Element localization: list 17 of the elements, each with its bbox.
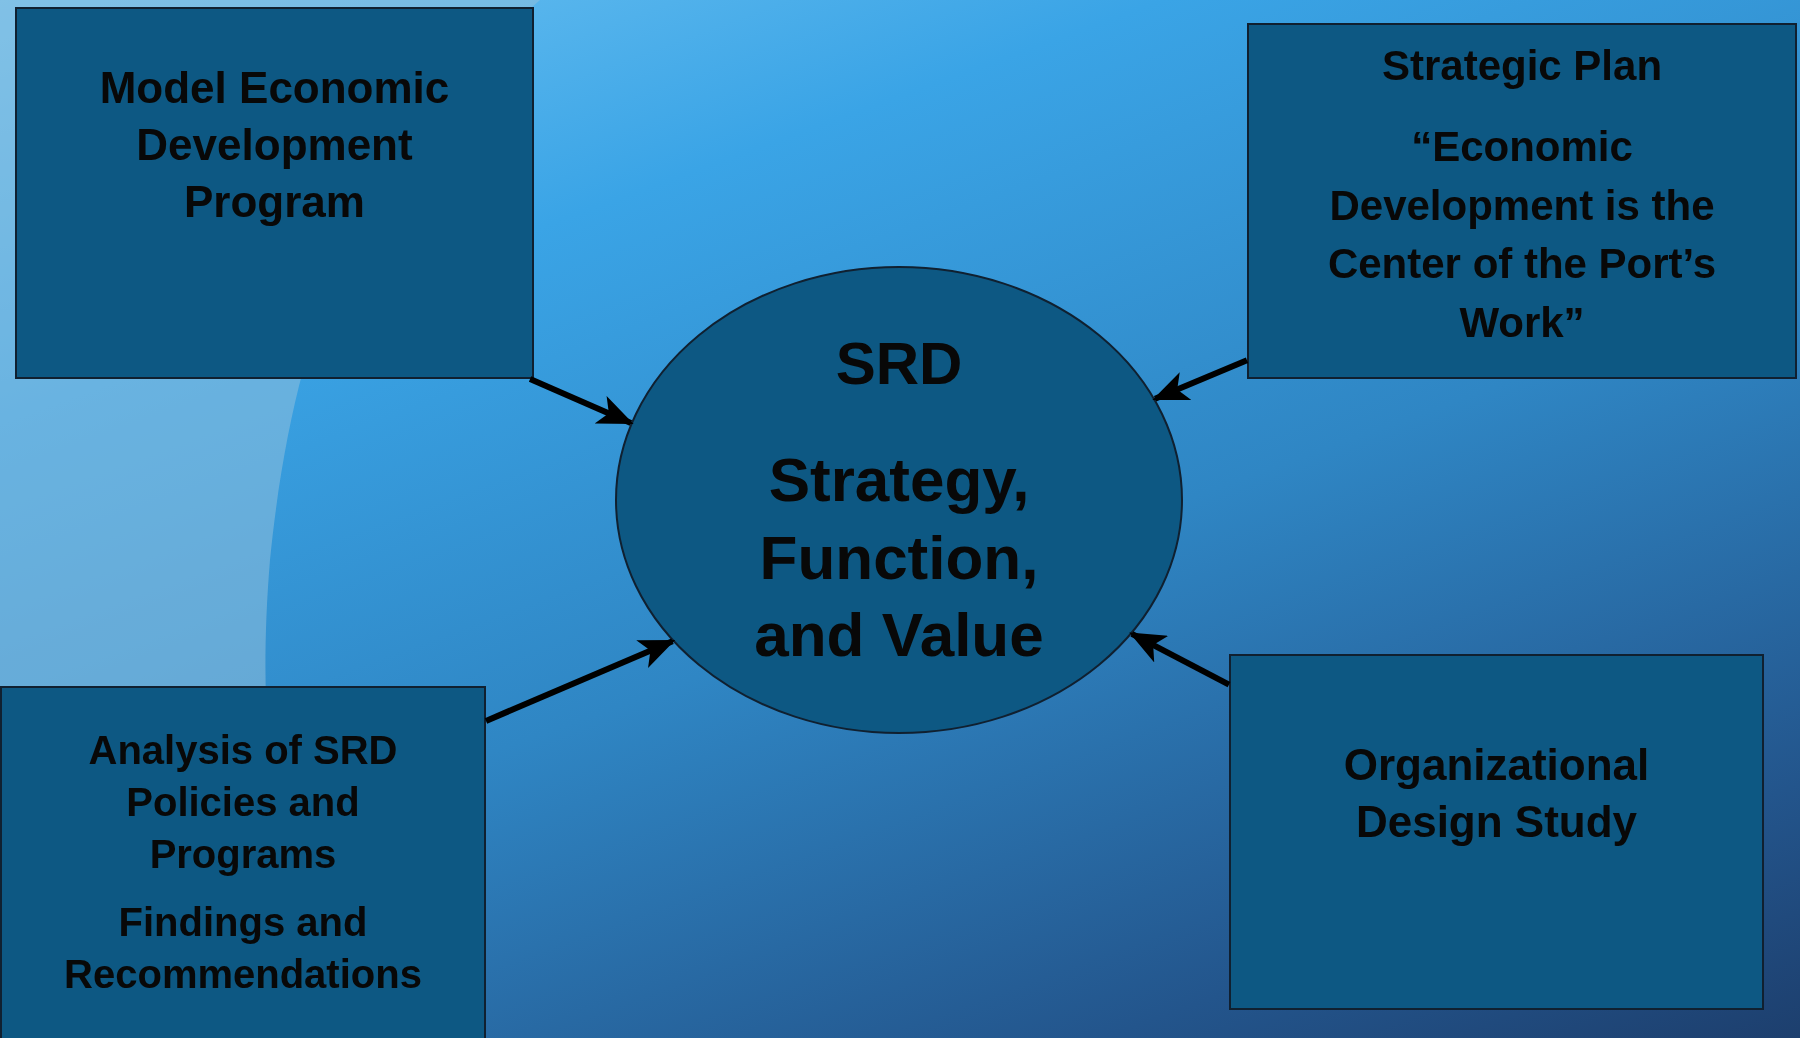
- process-box: [15, 7, 534, 379]
- box-text: Strategy, Function, and Value: [753, 444, 1045, 672]
- box-heading: SRD: [834, 329, 964, 400]
- box-heading: Strategic Plan: [1380, 41, 1664, 91]
- box-text: Findings and Recommendations: [63, 899, 423, 998]
- arrow: [528, 376, 634, 426]
- process-box: [1247, 23, 1797, 379]
- box-heading: Model Economic Development Program: [98, 62, 451, 229]
- arrow: [484, 638, 676, 724]
- box-heading: Organizational Design Study: [1342, 739, 1651, 849]
- arrow: [1152, 357, 1249, 402]
- box-text: “Economic Development is the Center of the Port’s Work”: [1326, 121, 1718, 349]
- center-ellipse: [615, 266, 1183, 734]
- arrow: [1129, 631, 1231, 688]
- process-box: [0, 686, 486, 1038]
- box-heading: Analysis of SRD Policies and Programs: [87, 727, 399, 878]
- process-box: [1229, 654, 1764, 1010]
